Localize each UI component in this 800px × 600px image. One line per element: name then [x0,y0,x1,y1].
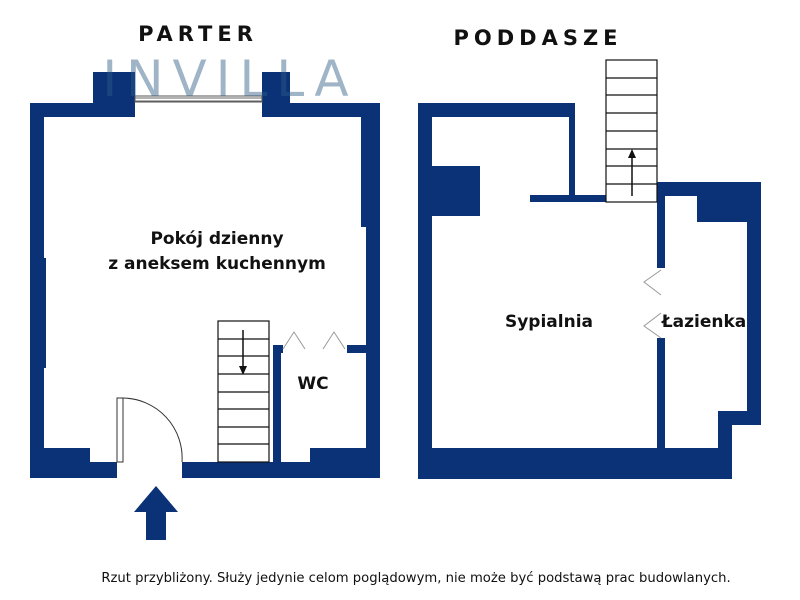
living-room-label-line2: z aneksem kuchennym [108,254,326,274]
logo-text: INVILLA [102,50,357,108]
ground-floor-plan: Pokój dzienny z aneksem kuchennym WC [30,72,380,540]
bedroom-label: Sypialnia [505,312,593,332]
attic-plan: Sypialnia Łazienka [418,59,761,479]
attic-stairs-arrow-icon [628,149,636,196]
ground-floor-walls [30,72,380,478]
wc-door [282,331,346,350]
entrance-arrow-icon [134,486,178,540]
living-room-label-line1: Pokój dzienny [150,229,283,249]
attic-floor-title: PODDASZE [453,26,622,50]
bathroom-door [643,269,662,339]
wc-label: WC [297,374,328,394]
bathroom-label: Łazienka [661,312,747,332]
entrance-door [116,397,183,463]
ground-window [135,97,262,102]
stairs-arrow-icon [239,330,247,375]
invilla-logo: INVILLA [102,50,357,108]
ground-floor-title: PARTER [138,22,258,46]
disclaimer-text: Rzut przybliżony. Służy jedynie celom po… [101,570,730,586]
attic-walls [418,103,761,479]
